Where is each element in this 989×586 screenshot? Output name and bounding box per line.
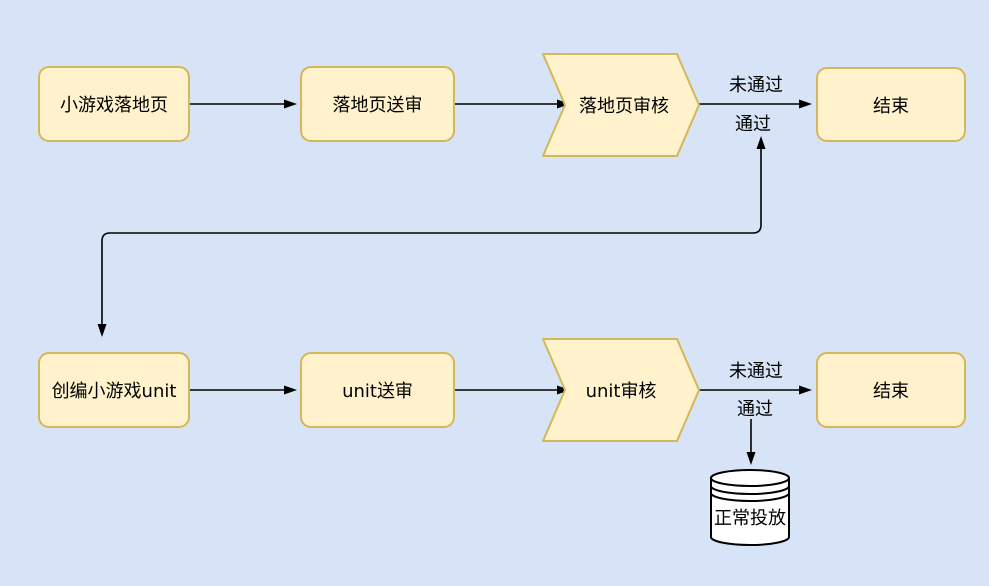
node-label: 结束	[873, 381, 909, 402]
node-normal-delivery-label: 正常投放	[714, 508, 786, 529]
arrowhead-right-icon	[799, 385, 812, 395]
node-label: 创编小游戏unit	[51, 381, 177, 402]
node-label: 落地页送审	[332, 95, 423, 116]
node-landing-review-shape	[542, 53, 700, 157]
node-end-1: 结束	[816, 67, 966, 142]
arrowhead-up-icon	[756, 136, 766, 149]
connector-landing-pass-elbow	[101, 149, 762, 324]
node-label: unit送审	[342, 381, 413, 402]
node-landing-review-label: 落地页审核	[579, 96, 669, 117]
arrowhead-right-icon	[284, 385, 297, 395]
edge-label-unit-pass: 通过	[737, 399, 773, 420]
cylinder-top-rim	[710, 469, 790, 487]
node-label: 结束	[873, 95, 909, 117]
cylinder-ring	[710, 485, 790, 495]
arrowhead-down-icon	[746, 452, 756, 465]
arrowhead-right-icon	[799, 99, 812, 109]
cylinder-body	[710, 477, 790, 546]
node-normal-delivery-shape	[710, 469, 790, 546]
edge-label-landing-fail: 未通过	[729, 75, 783, 96]
node-landing-page: 小游戏落地页	[38, 66, 190, 142]
node-unit-submit: unit送审	[300, 352, 455, 428]
node-landing-submit: 落地页送审	[300, 66, 455, 142]
edge-label-unit-fail: 未通过	[729, 361, 783, 382]
node-label: 小游戏落地页	[60, 95, 168, 116]
arrowhead-right-icon	[557, 385, 570, 395]
arrowhead-right-icon	[284, 99, 297, 109]
node-unit-review-shape	[542, 338, 700, 442]
arrowhead-down-icon	[97, 324, 107, 337]
cylinder-ring	[710, 492, 790, 502]
node-create-unit: 创编小游戏unit	[38, 352, 190, 428]
node-unit-review-label: unit审核	[585, 381, 657, 402]
edge-label-landing-pass: 通过	[735, 114, 771, 135]
node-end-2: 结束	[816, 352, 966, 428]
